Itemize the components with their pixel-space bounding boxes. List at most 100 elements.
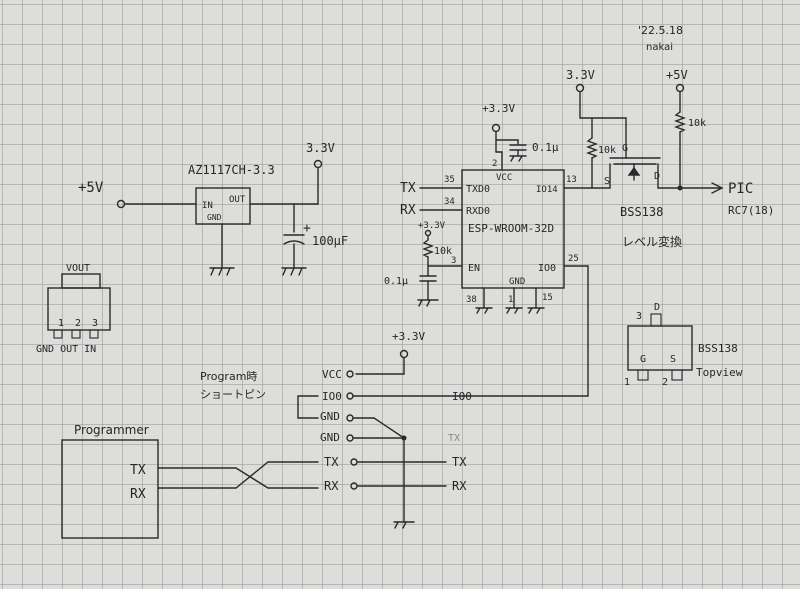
- header-pin-io0-terminal: [346, 392, 354, 400]
- header-io0-net-label: IO0: [452, 390, 472, 403]
- esp32-name: ESP-WROOM-32D: [468, 222, 554, 235]
- bss-pkg-pin-s: S: [670, 354, 676, 365]
- reg-package-pin-3: 3: [92, 318, 98, 329]
- pic-pin-label: RC7(18): [728, 204, 774, 217]
- bss-pkg-pin-3: 3: [636, 311, 642, 322]
- header-pin-vcc-terminal: [346, 370, 354, 378]
- esp32-pin-gnd: GND: [509, 277, 525, 287]
- esp32-pin-io14-num: 13: [566, 175, 577, 185]
- esp32-pin-vcc-num: 2: [492, 159, 497, 169]
- level-high-label: +5V: [666, 68, 688, 82]
- header-vcc-terminal: [399, 349, 409, 359]
- jumper-title: Program時: [200, 370, 257, 383]
- bss138-mosfet-symbol: [609, 157, 661, 189]
- cap100-ground-symbol: [281, 267, 307, 276]
- esp32-gnd-num-38: 38: [466, 295, 477, 305]
- regulator-ground-symbol: [209, 267, 235, 276]
- esp-vcc-label: +3.3V: [482, 102, 515, 115]
- esp32-pin-txd-num: 35: [444, 175, 455, 185]
- esp32-pin-io0: IO0: [538, 263, 556, 274]
- header-pin-vcc: VCC: [322, 368, 342, 381]
- header-pin-rx-terminal: [350, 482, 358, 490]
- author-note: nakai: [646, 42, 673, 53]
- bss-pkg-pin-1: 1: [624, 377, 630, 388]
- header-pin-tx: TX: [324, 455, 339, 469]
- esp32-pin-en: EN: [468, 263, 480, 274]
- header-pin-gnd-1-terminal: [346, 414, 354, 422]
- header-faint-label: TX: [448, 433, 460, 444]
- r-high-value: 10k: [688, 118, 706, 129]
- regulator-pin-gnd: GND: [207, 213, 222, 222]
- bss-pkg-drain-lead: [650, 313, 662, 327]
- regulator-pin-in: IN: [202, 201, 213, 211]
- esp32-pin-io0-num: 25: [568, 254, 579, 264]
- esp-tx-label: TX: [400, 181, 416, 196]
- bss-pkg-pin-d: D: [654, 302, 660, 313]
- cap100-polarity: +: [303, 221, 311, 236]
- decoupling-ground-symbol: [509, 155, 527, 162]
- esp32-ground-symbols: [475, 307, 545, 314]
- esp32-gnd-num-15: 15: [542, 293, 553, 303]
- esp32-box: [461, 169, 565, 289]
- pic-junction-dot: [677, 185, 683, 191]
- short-pin-bracket: [297, 395, 319, 419]
- en-resistor-value: 10k: [434, 246, 452, 257]
- regulator-part-label: AZ1117CH-3.3: [188, 163, 275, 177]
- level-low-terminal: [575, 83, 585, 93]
- reg-package-pin-2: 2: [75, 318, 81, 329]
- bss-pkg-view: Topview: [696, 366, 743, 379]
- reg-package-tab: [61, 273, 101, 289]
- esp-rx-label: RX: [400, 203, 416, 218]
- header-pin-gnd-2: GND: [320, 431, 340, 444]
- header-tx-out-label: TX: [452, 455, 467, 469]
- cap100-value: 100μF: [312, 234, 348, 248]
- esp32-pin-io14: IO14: [536, 185, 558, 195]
- en-cap-value: 0.1μ: [384, 276, 408, 287]
- reg-out-terminal: [313, 159, 323, 169]
- esp32-pin-rxd-num: 34: [444, 197, 455, 207]
- esp32-pin-en-num: 3: [451, 256, 456, 266]
- programmer-rx-wire: [157, 461, 319, 489]
- pic-label: PIC: [728, 181, 753, 197]
- bss-pkg-pin-2: 2: [662, 377, 668, 388]
- mosfet-pin-d: D: [654, 171, 660, 182]
- esp32-pin-txd: TXD0: [466, 184, 490, 195]
- level-low-label: 3.3V: [566, 68, 595, 82]
- bss-pkg-name: BSS138: [698, 342, 738, 355]
- esp32-gnd-num-1: 1: [508, 295, 513, 305]
- level-high-terminal: [675, 83, 685, 93]
- header-rx-out-label: RX: [452, 479, 467, 493]
- header-ground-symbol: [393, 521, 415, 529]
- regulator-box: [195, 187, 251, 225]
- header-vcc-label: +3.3V: [392, 330, 425, 343]
- vin-terminal: [116, 199, 126, 209]
- esp-vcc-terminal: [491, 123, 501, 133]
- en-pullup-label: +3.3V: [418, 221, 446, 231]
- mosfet-part-label: BSS138: [620, 205, 663, 219]
- bss-pkg-pin-g: G: [640, 354, 646, 365]
- bss-pkg-gate-lead: [637, 369, 649, 381]
- en-cap-symbol: [419, 275, 437, 282]
- pic-arrow-icon: [711, 182, 724, 194]
- mosfet-pin-s: S: [604, 176, 610, 187]
- mosfet-pin-g: G: [622, 143, 628, 154]
- decoupling-cap-symbol: [509, 144, 527, 151]
- en-resistor-symbol: [422, 239, 434, 258]
- r-high-resistor-symbol: [674, 111, 686, 133]
- r-low-resistor-symbol: [586, 137, 598, 159]
- jumper-subtitle: ショートピン: [200, 388, 266, 401]
- programmer-box: [61, 439, 159, 539]
- esp32-pin-rxd: RXD0: [466, 206, 490, 217]
- programmer-tx-label: TX: [130, 463, 146, 478]
- reg-package-pin-1: 1: [58, 318, 64, 329]
- en-pullup-terminal: [424, 229, 432, 237]
- header-pin-gnd-1: GND: [320, 410, 340, 423]
- reg-package-leads: [53, 329, 99, 339]
- header-pin-tx-terminal: [350, 458, 358, 466]
- header-pin-io0: IO0: [322, 390, 342, 403]
- level-shift-caption: レベル変換: [622, 234, 682, 249]
- esp32-gnd-leads: [483, 287, 537, 309]
- vin-label: +5V: [78, 180, 104, 196]
